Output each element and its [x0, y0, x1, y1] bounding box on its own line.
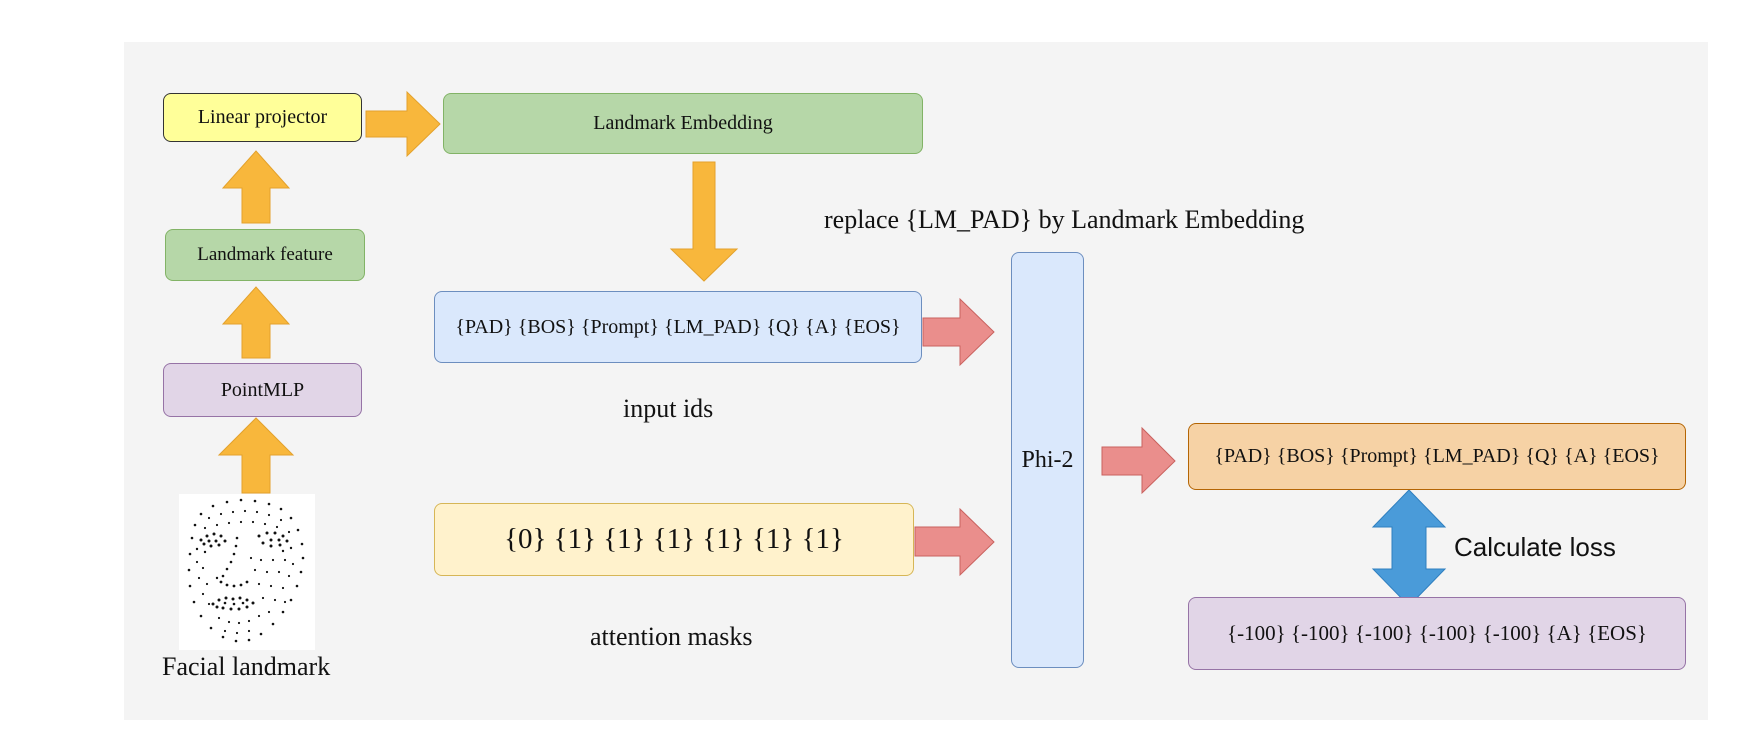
arrow-right-to-landmark-embedding — [365, 90, 441, 158]
arrow-up-to-landmark-feature — [221, 286, 291, 359]
attention-masks-caption: attention masks — [590, 622, 753, 651]
phi2-label: Phi-2 — [1021, 446, 1074, 473]
attention-masks-box: {0} {1} {1} {1} {1} {1} {1} — [434, 503, 914, 576]
linear-projector-label: Linear projector — [197, 106, 328, 128]
arrow-right-phi2-to-output — [1101, 426, 1176, 495]
linear-projector-box: Linear projector — [163, 93, 362, 142]
replace-note: replace {LM_PAD} by Landmark Embedding — [824, 205, 1305, 234]
landmark-embedding-label: Landmark Embedding — [593, 112, 773, 134]
phi2-model-box: Phi-2 — [1011, 252, 1084, 668]
output-tokens-box: {PAD} {BOS} {Prompt} {LM_PAD} {Q} {A} {E… — [1188, 423, 1686, 490]
pointmlp-label: PointMLP — [220, 378, 305, 401]
input-ids-tokens: {PAD} {BOS} {Prompt} {LM_PAD} {Q} {A} {E… — [455, 315, 901, 338]
landmark-feature-label: Landmark feature — [197, 244, 333, 265]
label-tokens-box: {-100} {-100} {-100} {-100} {-100} {A} {… — [1188, 597, 1686, 670]
label-tokens: {-100} {-100} {-100} {-100} {-100} {A} {… — [1227, 621, 1647, 645]
landmark-feature-box: Landmark feature — [165, 229, 365, 281]
output-tokens: {PAD} {BOS} {Prompt} {LM_PAD} {Q} {A} {E… — [1214, 445, 1660, 467]
calculate-loss-caption: Calculate loss — [1454, 532, 1616, 562]
face-landmark-point-cloud-icon — [187, 498, 305, 643]
arrow-right-masks-to-phi2 — [914, 507, 995, 577]
attention-mask-values: {0} {1} {1} {1} {1} {1} {1} — [504, 523, 844, 555]
arrow-down-to-input-ids — [669, 161, 739, 282]
double-arrow-loss — [1371, 489, 1447, 607]
facial-landmark-image — [179, 494, 315, 650]
pointmlp-box: PointMLP — [163, 363, 362, 417]
input-ids-box: {PAD} {BOS} {Prompt} {LM_PAD} {Q} {A} {E… — [434, 291, 922, 363]
landmark-embedding-box: Landmark Embedding — [443, 93, 923, 154]
arrow-up-to-pointmlp — [217, 417, 295, 494]
facial-landmark-caption: Facial landmark — [162, 652, 331, 681]
input-ids-caption: input ids — [623, 394, 714, 423]
arrow-right-input-ids-to-phi2 — [922, 297, 995, 367]
arrow-up-to-linear-projector — [221, 150, 291, 224]
